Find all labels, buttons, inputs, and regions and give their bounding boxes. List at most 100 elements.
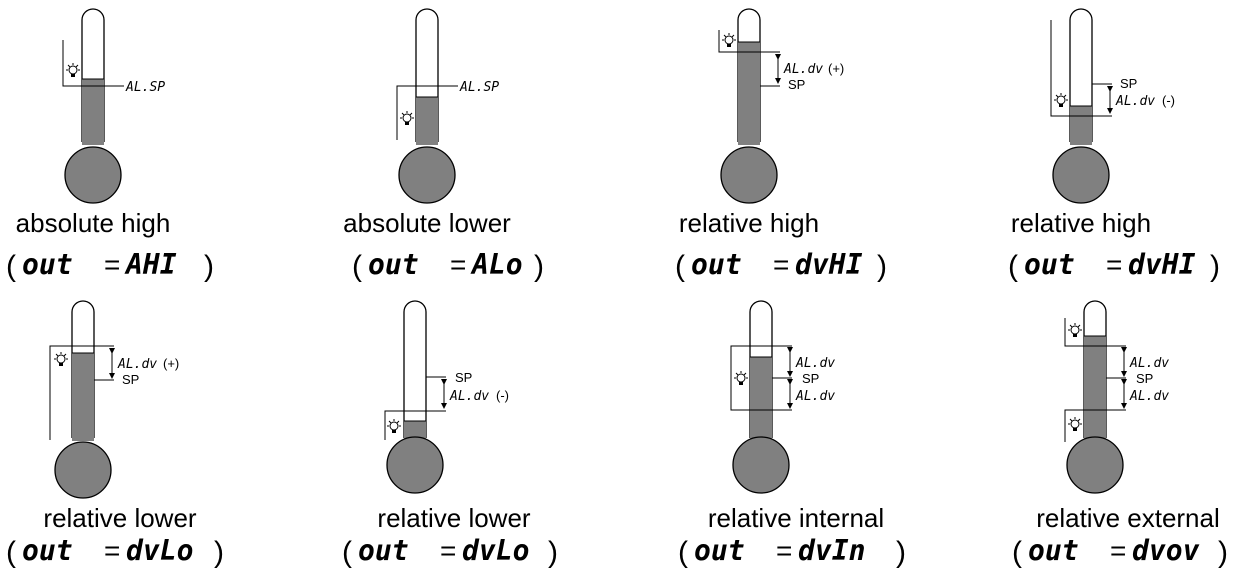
svg-text:dvHI: dvHI xyxy=(795,248,863,281)
alarm-setpoint-label: AL.SP xyxy=(125,80,165,95)
svg-text:): ) xyxy=(534,250,544,283)
panel-caption: relative lower xyxy=(377,503,531,533)
deviation-sign: (+) xyxy=(828,61,844,76)
thermometer xyxy=(1066,300,1124,494)
mercury-column xyxy=(72,353,94,441)
alarm-zone-bracket xyxy=(384,376,446,440)
alarm-deviation-label-upper: AL.dv xyxy=(795,356,835,371)
svg-text:(: ( xyxy=(675,250,685,283)
svg-text:out: out xyxy=(691,248,742,281)
alarm-zone-bracket xyxy=(1050,20,1112,117)
svg-text:AHI: AHI xyxy=(124,248,177,281)
svg-text:): ) xyxy=(877,250,887,283)
svg-text:out: out xyxy=(22,534,73,567)
svg-text:): ) xyxy=(1218,536,1228,569)
mercury-column xyxy=(738,42,760,145)
lamp-icon xyxy=(734,371,748,385)
panel-relative-high-minus: SP AL.dv (-) relative high ( out = dvHI … xyxy=(1008,8,1220,283)
alarm-deviation-label: AL.dv xyxy=(449,389,489,404)
svg-text:dvLo: dvLo xyxy=(126,534,193,567)
svg-text:(: ( xyxy=(6,536,16,569)
setpoint-label: SP xyxy=(802,371,819,386)
svg-text:(: ( xyxy=(1012,536,1022,569)
svg-text:): ) xyxy=(548,536,558,569)
panel-relative-high-plus: AL.dv (+) SP relative high ( out = dvHI … xyxy=(675,8,887,283)
svg-text:out: out xyxy=(358,534,409,567)
lamp-icon xyxy=(1068,323,1082,337)
alarm-deviation-label: AL.dv xyxy=(1115,94,1155,109)
svg-text:): ) xyxy=(1210,250,1220,283)
lamp-icon xyxy=(54,352,68,366)
alarm-zone-bracket xyxy=(396,85,458,140)
setpoint-label: SP xyxy=(122,372,139,387)
alarm-deviation-label: AL.dv xyxy=(783,62,823,77)
panel-relative-lower-minus: SP AL.dv (-) relative lower ( out = dvLo… xyxy=(342,300,558,569)
lamp-icon xyxy=(1068,417,1082,431)
thermometer-bulb xyxy=(64,146,122,204)
panel-caption: relative internal xyxy=(708,503,884,533)
setpoint-label: SP xyxy=(1120,76,1137,91)
lamp-icon xyxy=(400,111,414,125)
mode-formula: ( out = dvIn ) xyxy=(678,534,906,569)
thermometer-bulb xyxy=(720,146,778,204)
mercury-column xyxy=(1070,106,1092,145)
lamp-icon xyxy=(66,63,80,77)
panel-relative-internal: AL.dv SP AL.dv relative internal ( out =… xyxy=(678,300,906,569)
panel-absolute-high: AL.SP absolute high ( out = AHI ) xyxy=(6,8,214,283)
alarm-deviation-label: AL.dv xyxy=(117,357,157,372)
svg-text:=: = xyxy=(773,249,789,280)
svg-text:dvLo: dvLo xyxy=(462,534,529,567)
thermometer xyxy=(720,8,778,204)
setpoint-label: SP xyxy=(1136,371,1153,386)
thermometer xyxy=(398,8,456,204)
panel-caption: relative high xyxy=(1011,208,1151,238)
alarm-deviation-label-upper: AL.dv xyxy=(1129,356,1169,371)
panel-absolute-lower: AL.SP absolute lower ( out = ALo ) xyxy=(343,8,544,283)
mode-formula: ( out = dvov ) xyxy=(1012,534,1228,569)
svg-text:dvIn: dvIn xyxy=(798,534,865,567)
thermometer-bulb xyxy=(54,441,112,499)
mode-formula: ( out = ALo ) xyxy=(352,248,544,283)
svg-text:dvov: dvov xyxy=(1132,534,1200,567)
svg-text:=: = xyxy=(104,535,120,566)
mode-formula: ( out = dvHI ) xyxy=(675,248,887,283)
svg-text:(: ( xyxy=(352,250,362,283)
alarm-deviation-label-lower: AL.dv xyxy=(1129,389,1169,404)
lamp-icon xyxy=(722,33,736,47)
mercury-column xyxy=(82,79,104,145)
deviation-sign: (-) xyxy=(496,388,509,403)
setpoint-label: SP xyxy=(788,77,805,92)
alarm-zone-bracket xyxy=(718,30,780,87)
svg-text:): ) xyxy=(896,536,906,569)
lamp-icon xyxy=(1054,93,1068,107)
svg-text:out: out xyxy=(1024,248,1075,281)
thermometer-bulb xyxy=(1052,146,1110,204)
panel-caption: absolute high xyxy=(16,208,171,238)
thermometer xyxy=(64,8,122,204)
svg-text:=: = xyxy=(776,535,792,566)
svg-text:): ) xyxy=(204,250,214,283)
panel-caption: relative high xyxy=(679,208,819,238)
panel-relative-external: AL.dv SP AL.dv relative external ( out =… xyxy=(1012,300,1228,569)
svg-text:=: = xyxy=(104,249,120,280)
setpoint-label: SP xyxy=(455,370,472,385)
thermometer-bulb xyxy=(398,146,456,204)
lamp-icon xyxy=(387,419,401,433)
svg-text:=: = xyxy=(450,249,466,280)
alarm-deviation-label-lower: AL.dv xyxy=(795,389,835,404)
panel-caption: relative external xyxy=(1036,503,1220,533)
svg-text:=: = xyxy=(440,535,456,566)
deviation-sign: (+) xyxy=(163,356,179,371)
alarm-zone-bracket-upper xyxy=(1064,318,1126,347)
panel-caption: absolute lower xyxy=(343,208,511,238)
thermometer-bulb xyxy=(732,436,790,494)
svg-text:(: ( xyxy=(342,536,352,569)
panel-relative-lower-plus: AL.dv (+) SP relative lower ( out = dvLo… xyxy=(6,300,224,569)
mercury-column xyxy=(404,421,426,441)
panel-caption: relative lower xyxy=(43,503,197,533)
mode-formula: ( out = AHI ) xyxy=(6,248,214,283)
svg-text:out: out xyxy=(694,534,745,567)
svg-text:dvHI: dvHI xyxy=(1128,248,1196,281)
